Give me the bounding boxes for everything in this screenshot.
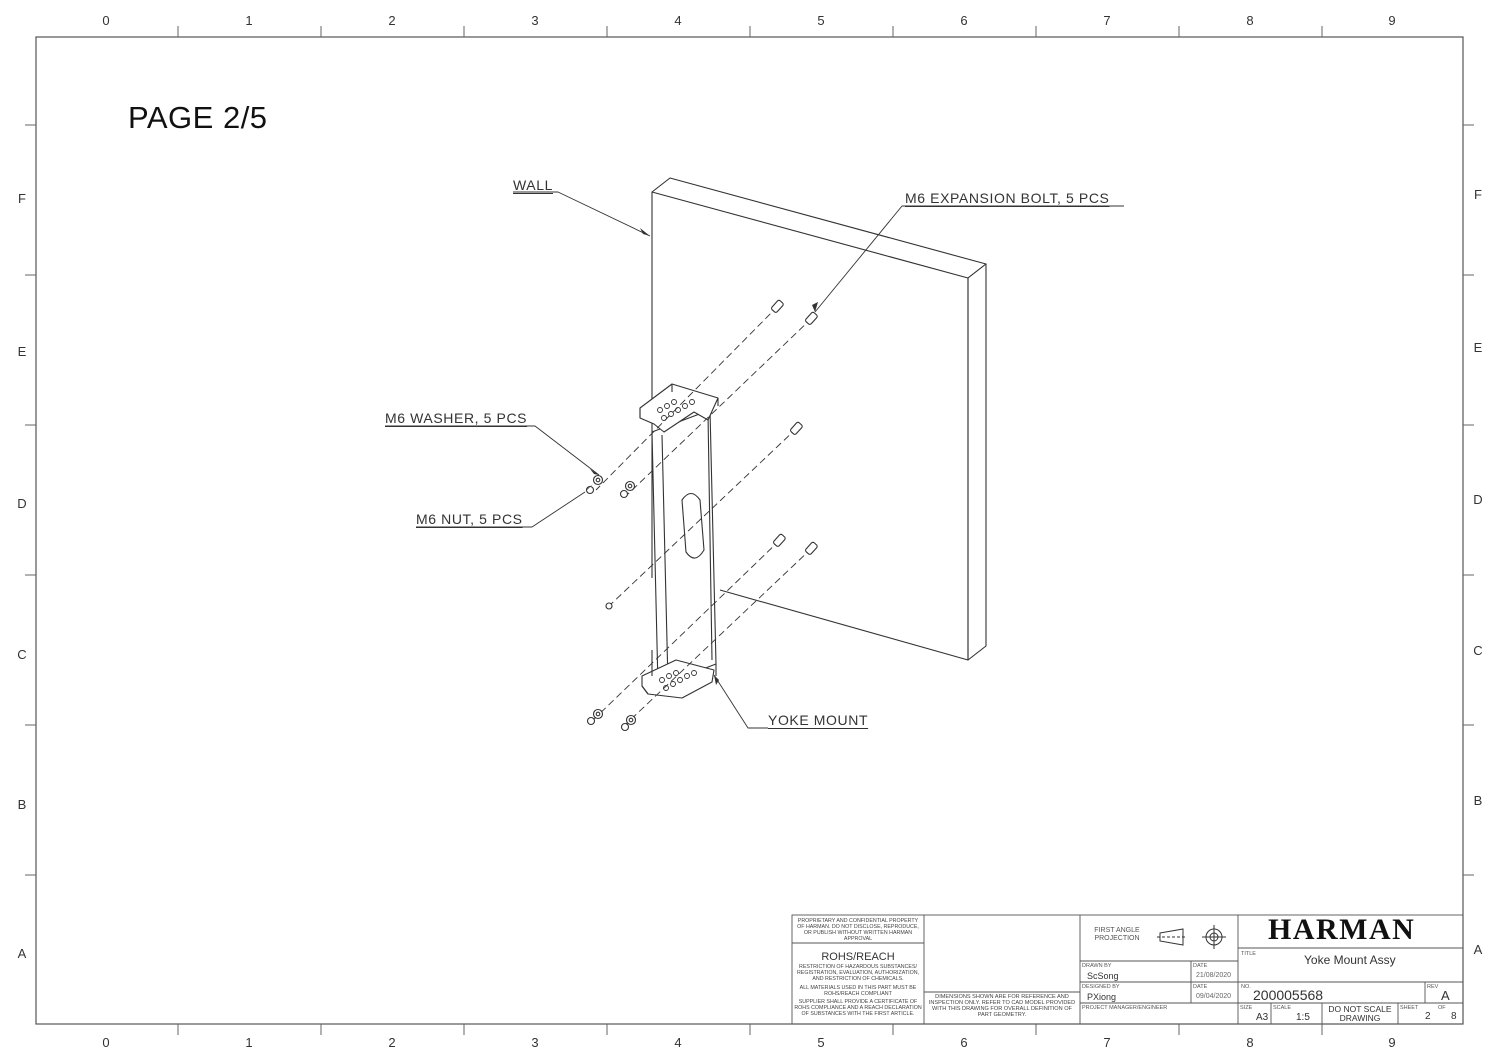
grid-col-label: 2 xyxy=(388,13,396,28)
grid-row-label: E xyxy=(17,344,27,359)
grid-col-label: 3 xyxy=(531,1035,539,1050)
rev-label: REV xyxy=(1427,984,1439,990)
grid-col-label: 2 xyxy=(388,1035,396,1050)
callout-wall: WALL xyxy=(513,177,554,193)
grid-row-label: A xyxy=(17,946,27,961)
assembly-axis-lines xyxy=(590,305,813,725)
rohs-text: ALL MATERIALS USED IN THIS PART MUST BE … xyxy=(799,985,917,997)
grid-row-label: B xyxy=(17,797,27,812)
date-label: DATE xyxy=(1193,963,1208,969)
grid-row-label: E xyxy=(1473,340,1483,355)
of-label: OF xyxy=(1438,1005,1446,1011)
grid-col-label: 4 xyxy=(674,13,682,28)
title-label: TITLE xyxy=(1241,951,1256,957)
part-number: 200005568 xyxy=(1253,987,1324,1003)
flange-holes-bottom xyxy=(659,670,697,691)
do-not-scale-note: DO NOT SCALE DRAWING xyxy=(1328,1004,1392,1023)
wall-panel xyxy=(651,177,987,661)
dimensions-note: DIMENSIONS SHOWN ARE FOR REFERENCE AND I… xyxy=(928,994,1076,1018)
scale: 1:5 xyxy=(1296,1012,1310,1023)
page-title: PAGE 2/5 xyxy=(128,100,268,135)
drawn-by-value: ScSong xyxy=(1087,971,1119,981)
grid-col-label: 5 xyxy=(817,13,825,28)
projection-label: FIRST ANGLE PROJECTION xyxy=(1094,927,1140,942)
drawing-title: Yoke Mount Assy xyxy=(1304,953,1396,967)
grid-col-label: 9 xyxy=(1388,13,1396,28)
grid-col-label: 0 xyxy=(102,1035,110,1050)
sheet-total: 8 xyxy=(1451,1011,1457,1022)
grid-col-label: 5 xyxy=(817,1035,825,1050)
projection-symbol-icon xyxy=(1157,925,1226,949)
grid-row-label: F xyxy=(18,191,26,206)
grid-col-label: 6 xyxy=(960,1035,968,1050)
scale-label: SCALE xyxy=(1273,1005,1292,1011)
sheet-size: A3 xyxy=(1256,1012,1269,1023)
grid-col-label: 8 xyxy=(1246,1035,1254,1050)
leader-arrowheads xyxy=(585,228,818,685)
callout-yoke-mount: YOKE MOUNT xyxy=(768,712,869,728)
grid-row-label: A xyxy=(1473,942,1483,957)
revision: A xyxy=(1441,988,1450,1003)
grid-row-label: B xyxy=(1473,793,1483,808)
grid-col-label: 7 xyxy=(1103,13,1111,28)
grid-row-label: D xyxy=(17,496,27,511)
size-label: SIZE xyxy=(1240,1005,1253,1011)
drawn-date: 21/08/2020 xyxy=(1196,972,1232,979)
sheet-number: 2 xyxy=(1425,1011,1431,1022)
sheet-label: SHEET xyxy=(1400,1005,1419,1011)
grid-col-label: 1 xyxy=(245,1035,253,1050)
grid-col-label: 3 xyxy=(531,13,539,28)
grid-row-label: C xyxy=(1473,643,1483,658)
rohs-text: RESTRICTION OF HAZARDOUS SUBSTANCES/ REG… xyxy=(796,964,920,982)
leader-lines xyxy=(385,191,1124,729)
callout-expansion-bolt: M6 EXPANSION BOLT, 5 PCS xyxy=(905,190,1110,206)
proprietary-notice: PROPRIETARY AND CONFIDENTIAL PROPERTY OF… xyxy=(797,918,919,942)
designed-date: 09/04/2020 xyxy=(1196,993,1232,1000)
drawn-by-label: DRAWN BY xyxy=(1082,963,1112,969)
brand-logo: HARMAN xyxy=(1268,913,1416,946)
grid-col-label: 7 xyxy=(1103,1035,1111,1050)
grid-row-label: D xyxy=(1473,492,1483,507)
grid-col-label: 0 xyxy=(102,13,110,28)
grid-col-label: 1 xyxy=(245,13,253,28)
number-label: NO. xyxy=(1241,984,1251,990)
grid-col-label: 9 xyxy=(1388,1035,1396,1050)
grid-col-label: 4 xyxy=(674,1035,682,1050)
grid-row-label: F xyxy=(1474,187,1482,202)
flange-holes-top xyxy=(657,399,695,421)
expansion-bolts xyxy=(771,299,818,555)
designed-by-label: DESIGNED BY xyxy=(1082,984,1120,990)
grid-col-label: 8 xyxy=(1246,13,1254,28)
designed-by-value: PXiong xyxy=(1087,992,1117,1002)
grid-col-label: 6 xyxy=(960,13,968,28)
callout-washer: M6 WASHER, 5 PCS xyxy=(385,410,528,426)
grid-row-label: C xyxy=(17,647,27,662)
callout-nut: M6 NUT, 5 PCS xyxy=(416,511,523,527)
date-label: DATE xyxy=(1193,984,1208,990)
project-manager-label: PROJECT MANAGER/ENGINEER xyxy=(1082,1005,1168,1011)
rohs-title: ROHS/REACH xyxy=(821,951,895,963)
rohs-text: SUPPLIER SHALL PROVIDE A CERTIFICATE OF … xyxy=(794,999,922,1017)
